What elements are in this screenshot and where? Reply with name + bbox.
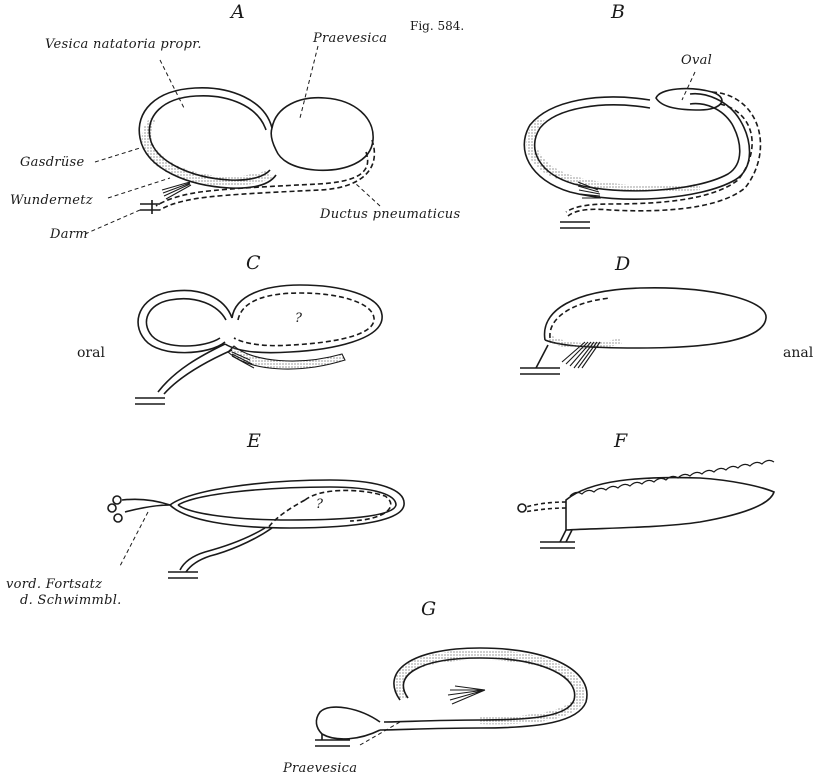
darm-f bbox=[540, 542, 575, 548]
leader-lines bbox=[85, 46, 695, 234]
anterior-process-e bbox=[122, 499, 170, 512]
wundernetz-g bbox=[448, 686, 485, 704]
anterior-process-bulb-1 bbox=[114, 514, 122, 522]
label-vord-fortsatz-line1: vord. Fortsatz bbox=[6, 578, 102, 591]
oral-chamber-c-inner bbox=[146, 299, 226, 346]
panel-a-drawing bbox=[139, 88, 374, 214]
leader-wundernetz bbox=[108, 178, 170, 198]
leader-darm bbox=[85, 210, 140, 234]
process-bulb-f bbox=[518, 504, 526, 512]
leader-gasdruese bbox=[95, 148, 140, 162]
panel-c-drawing bbox=[135, 285, 382, 404]
duct-f bbox=[560, 530, 572, 542]
label-darm: Darm bbox=[50, 228, 88, 241]
darm-c bbox=[135, 398, 165, 404]
panel-b-drawing bbox=[524, 89, 760, 228]
gasdruese-band-a bbox=[142, 118, 272, 186]
praevesica-g bbox=[316, 707, 380, 739]
label-oval: Oval bbox=[681, 54, 712, 67]
vesica-inner-c bbox=[234, 293, 374, 346]
vesica-outer-a bbox=[139, 88, 276, 188]
label-vord-fortsatz-line2: d. Schwimmbl. bbox=[20, 594, 122, 607]
oral-chamber-c bbox=[138, 290, 232, 352]
label-praevesica-g: Praevesica bbox=[283, 762, 357, 775]
label-question-c: ? bbox=[295, 312, 302, 325]
panel-letter-d: D bbox=[615, 255, 630, 274]
panel-d-drawing bbox=[520, 288, 766, 374]
vesica-d-inner bbox=[550, 298, 610, 338]
label-oral: oral bbox=[77, 346, 105, 360]
darm-b bbox=[560, 222, 590, 228]
process-f bbox=[524, 502, 566, 512]
label-question-e: ? bbox=[316, 498, 323, 511]
figure-caption: Fig. 584. bbox=[410, 20, 464, 32]
panel-letter-g: G bbox=[421, 600, 436, 619]
gasdruese-band-b bbox=[526, 118, 700, 191]
duct-e-upper bbox=[268, 500, 305, 528]
leader-praevesica-a bbox=[300, 46, 318, 118]
panel-letter-c: C bbox=[246, 254, 261, 273]
darm-a bbox=[140, 200, 160, 214]
panel-letter-a: A bbox=[231, 3, 245, 22]
panel-letter-b: B bbox=[611, 3, 625, 22]
pointer-vord-fortsatz bbox=[120, 512, 148, 566]
panel-letter-f: F bbox=[614, 432, 627, 451]
panel-f-drawing bbox=[518, 460, 774, 548]
pointer-praevesica-g bbox=[360, 722, 400, 745]
panel-g-drawing bbox=[315, 648, 587, 746]
panel-letter-e: E bbox=[247, 432, 261, 451]
darm-e bbox=[168, 572, 198, 578]
anterior-process-bulb-3 bbox=[113, 496, 121, 504]
leader-vesica bbox=[160, 60, 185, 110]
panel-e-drawing bbox=[108, 480, 404, 578]
label-gasdruese: Gasdrüse bbox=[20, 156, 84, 169]
label-anal: anal bbox=[783, 346, 813, 360]
darm-d bbox=[520, 368, 560, 374]
praevesica-chamber-a bbox=[271, 98, 373, 171]
duct-e bbox=[180, 528, 272, 572]
anterior-process-bulb-2 bbox=[108, 504, 116, 512]
label-praevesica-a: Praevesica bbox=[313, 32, 387, 45]
label-vesica-natatoria: Vesica natatoria propr. bbox=[45, 38, 202, 51]
label-ductus-pneumaticus: Ductus pneumaticus bbox=[320, 208, 460, 221]
leader-ductus bbox=[355, 183, 380, 206]
leader-oval bbox=[682, 72, 695, 100]
duct-d bbox=[536, 345, 548, 368]
vesica-d bbox=[545, 288, 767, 348]
darm-g bbox=[315, 734, 350, 746]
label-wundernetz: Wundernetz bbox=[10, 194, 93, 207]
vesica-f bbox=[566, 478, 774, 530]
